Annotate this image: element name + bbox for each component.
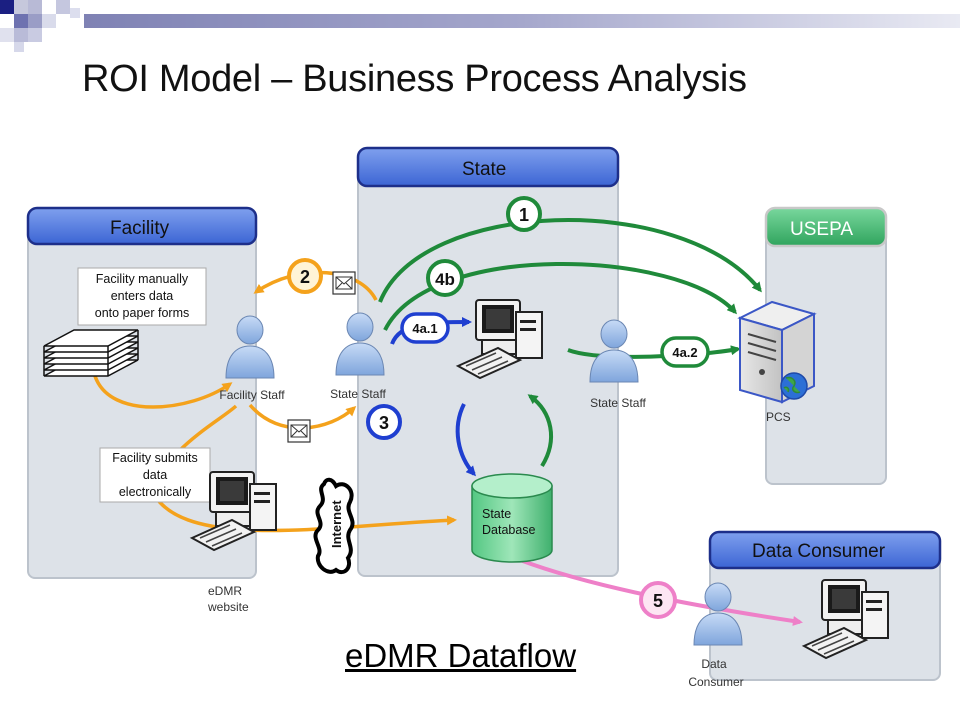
callout-electronic-line-1: Facility submits [112, 451, 197, 465]
facility-lane-label: Facility [110, 218, 170, 239]
step-4a1-label: 4a.1 [412, 321, 437, 336]
step-4b-label: 4b [435, 270, 455, 289]
state-staff-2-label: State Staff [590, 396, 646, 410]
internet-icon: Internet [313, 477, 355, 575]
callout-electronic-line-2: data [143, 468, 167, 482]
callout-paper: Facility manually enters data onto paper… [77, 267, 207, 326]
flow-2-arrow [253, 270, 378, 301]
internet-label: Internet [329, 500, 344, 548]
facility-staff-label: Facility Staff [219, 388, 285, 402]
callout-paper-line-3: onto paper forms [95, 306, 190, 320]
step-3-badge: 3 [366, 404, 402, 440]
flow-1-arrow [378, 218, 762, 303]
step-5-badge: 5 [639, 581, 677, 619]
pcs-label: PCS [766, 410, 791, 424]
data-consumer-label-line-2: Consumer [688, 675, 743, 689]
mail-bottom-icon [287, 419, 311, 443]
step-3-label: 3 [379, 413, 389, 433]
step-4a2-badge: 4a.2 [660, 336, 710, 368]
flow-4b-arrow [383, 261, 737, 331]
flow-computer-to-db-arrow [455, 403, 476, 477]
step-2-label: 2 [300, 267, 310, 287]
callout-paper-line-1: Facility manually [96, 272, 189, 286]
callout-paper-line-2: enters data [111, 289, 174, 303]
edmr-label-line-2: website [207, 600, 249, 614]
flow-electronic-to-staff-arrow [176, 404, 238, 454]
usepa-lane-label: USEPA [790, 219, 853, 240]
edmr-label-line-1: eDMR [208, 584, 242, 598]
step-2-badge: 2 [287, 258, 323, 294]
state-lane-label: State [462, 159, 506, 180]
slide-footer-caption: eDMR Dataflow [345, 637, 577, 674]
step-4b-badge: 4b [426, 259, 464, 297]
pcs-server-icon [737, 300, 817, 404]
callout-electronic: Facility submits data electronically [99, 447, 211, 503]
step-4a1-badge: 4a.1 [400, 312, 450, 344]
callout-electronic-line-3: electronically [119, 485, 192, 499]
data-consumer-lane-label: Data Consumer [752, 541, 886, 562]
step-5-label: 5 [653, 591, 663, 611]
step-4a2-label: 4a.2 [672, 345, 697, 360]
data-consumer-label-line-1: Data [701, 657, 727, 671]
slide-title: ROI Model – Business Process Analysis [82, 58, 747, 100]
state-database-icon [471, 473, 553, 563]
state-staff-1-label: State Staff [330, 387, 386, 401]
flow-paper-to-staff-arrow [93, 375, 233, 409]
step-1-label: 1 [519, 205, 529, 225]
usepa-lane: USEPA [764, 206, 888, 485]
flow-db-to-computer-arrow [527, 394, 554, 468]
database-label-line-1: State [482, 507, 511, 521]
mail-top-icon [332, 271, 356, 295]
flow-4a2-arrow [567, 345, 741, 359]
database-label-line-2: Database [482, 523, 536, 537]
corner-decoration [0, 0, 960, 59]
step-1-badge: 1 [506, 196, 542, 232]
paper-stack-icon [43, 329, 139, 377]
